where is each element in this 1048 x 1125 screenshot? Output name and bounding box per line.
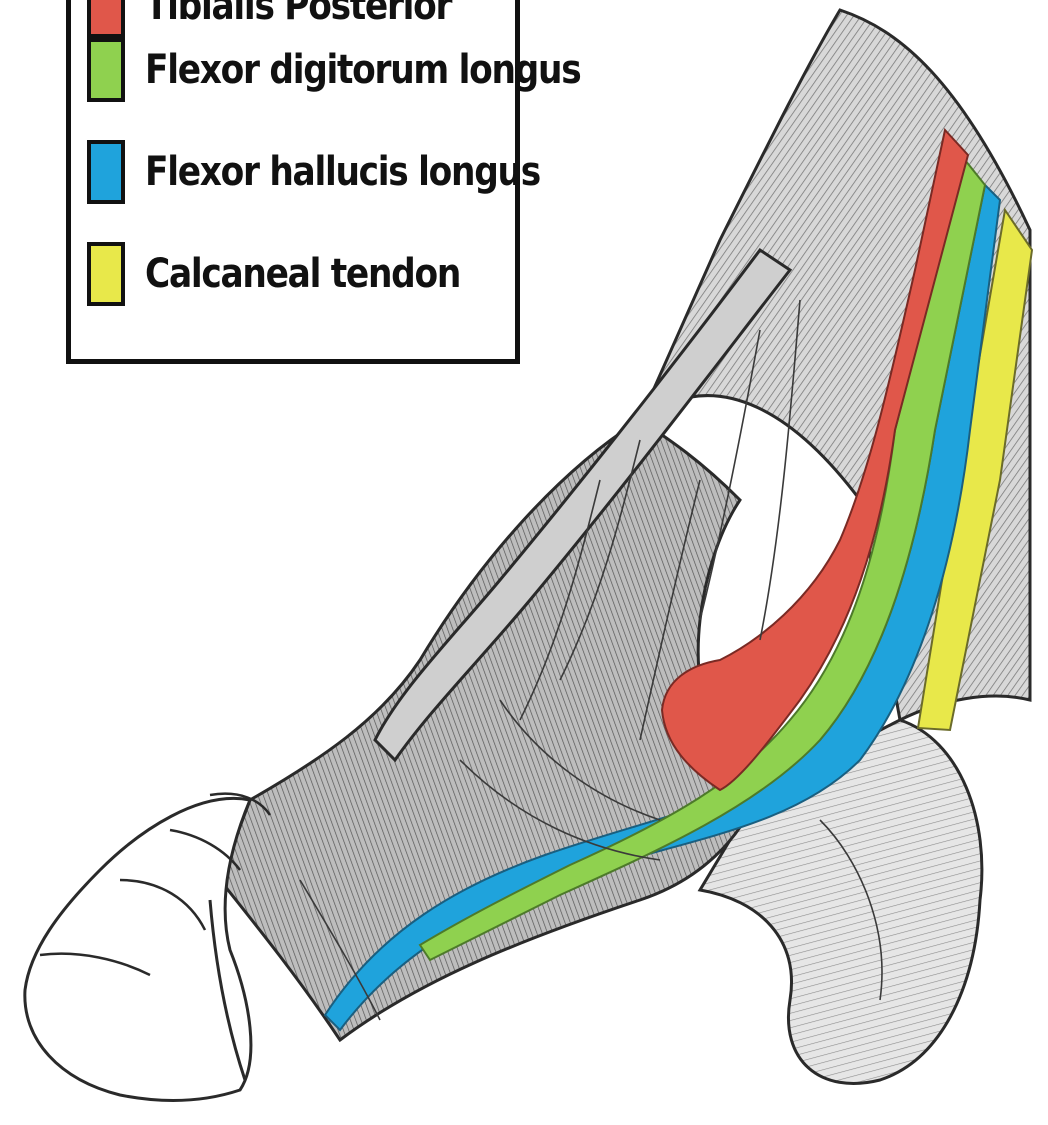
legend: Tibialis Posterior Flexor digitorum long… — [66, 0, 520, 364]
legend-item-flexor-hallucis-longus: Flexor hallucis longus — [87, 140, 604, 204]
legend-label: Tibialis Posterior — [145, 0, 451, 29]
toes-shape — [25, 798, 251, 1100]
legend-swatch-green — [87, 38, 125, 102]
legend-swatch-yellow — [87, 242, 125, 306]
legend-item-calcaneal-tendon: Calcaneal tendon — [87, 242, 511, 306]
legend-item-flexor-digitorum-longus: Flexor digitorum longus — [87, 38, 651, 102]
legend-label: Flexor hallucis longus — [145, 149, 540, 195]
legend-swatch-red — [87, 0, 125, 38]
legend-label: Calcaneal tendon — [145, 251, 460, 297]
legend-item-tibialis-posterior: Tibialis Posterior — [87, 0, 501, 38]
legend-label: Flexor digitorum longus — [145, 47, 580, 93]
legend-swatch-blue — [87, 140, 125, 204]
